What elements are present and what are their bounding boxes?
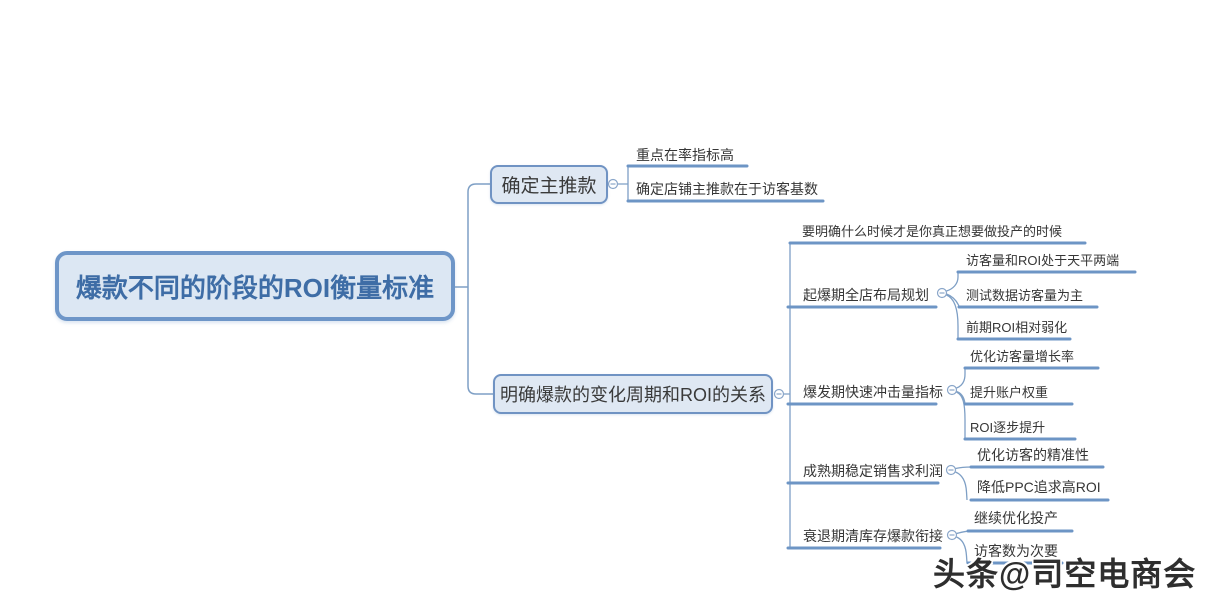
- collapse-icons: [607, 178, 958, 541]
- subtopic-label[interactable]: 要明确什么时候才是你真正想要做投产的时候: [802, 224, 1063, 239]
- stage1-child-fan: [946, 272, 960, 339]
- subtopic-label[interactable]: 提升账户权重: [970, 385, 1049, 400]
- subtopic-label[interactable]: ROI逐步提升: [970, 420, 1046, 435]
- subtopic-label[interactable]: 优化访客的精准性: [977, 447, 1089, 463]
- topic-stage-decline[interactable]: 衰退期清库存爆款衔接: [803, 528, 943, 544]
- topic-stage-burst[interactable]: 爆发期快速冲击量指标: [803, 384, 943, 400]
- subtopic-label[interactable]: 降低PPC追求高ROI: [977, 479, 1101, 495]
- stage3-child-fan: [955, 466, 972, 501]
- collapse-icon[interactable]: [936, 287, 948, 299]
- collapse-icon[interactable]: [945, 464, 957, 476]
- topic-stage-mature[interactable]: 成熟期稳定销售求利润: [803, 463, 943, 479]
- stage2-child-fan: [956, 368, 966, 439]
- topic-main-product[interactable]: 确定主推款: [490, 165, 608, 204]
- subtopic-label[interactable]: 优化访客量增长率: [970, 349, 1075, 364]
- collapse-icon[interactable]: [607, 178, 619, 190]
- collapse-icon[interactable]: [946, 384, 958, 396]
- topic-stage-launch[interactable]: 起爆期全店布局规划: [803, 287, 929, 303]
- root-branch-connector: [455, 183, 493, 395]
- root-topic[interactable]: 爆款不同的阶段的ROI衡量标准: [55, 251, 455, 321]
- subtopic-label[interactable]: 访客量和ROI处于天平两端: [966, 253, 1120, 268]
- collapse-icon[interactable]: [946, 529, 958, 541]
- subtopic-label[interactable]: 确定店铺主推款在于访客基数: [636, 181, 818, 197]
- subtopic-label[interactable]: 测试数据访客量为主: [966, 288, 1084, 303]
- collapse-icon[interactable]: [773, 388, 785, 400]
- topic-underlines: [626, 164, 1137, 565]
- subtopic-label[interactable]: 前期ROI相对弱化: [966, 320, 1068, 335]
- branch1-child-connector: [617, 166, 629, 201]
- subtopic-label[interactable]: 重点在率指标高: [636, 147, 734, 163]
- subtopic-label[interactable]: 访客数为次要: [974, 543, 1058, 559]
- branch2-child-spine: [783, 243, 791, 548]
- watermark: 头条@司空电商会: [933, 556, 1197, 592]
- subtopic-label[interactable]: 继续优化投产: [974, 510, 1058, 526]
- topic-roi-cycle[interactable]: 明确爆款的变化周期和ROI的关系: [493, 374, 773, 414]
